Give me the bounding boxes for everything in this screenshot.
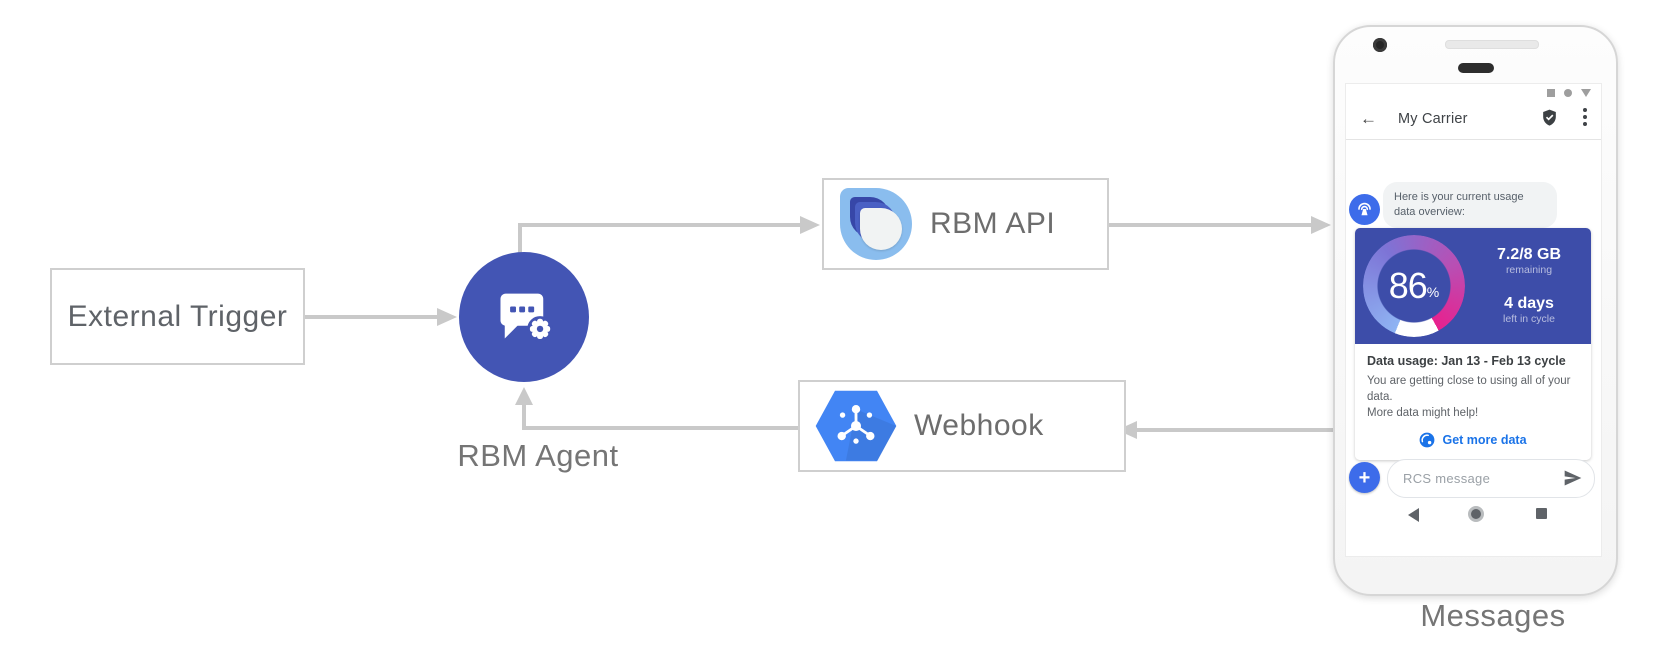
nav-back-icon[interactable] bbox=[1408, 508, 1419, 522]
rbm-agent-label: RBM Agent bbox=[457, 438, 619, 473]
send-icon[interactable] bbox=[1563, 468, 1583, 488]
data-remaining-label: remaining bbox=[1505, 264, 1553, 276]
usage-card-stats: 7.2/8 GB remaining 4 days left in cycle bbox=[1471, 228, 1587, 344]
arrow-trigger-to-agent-head bbox=[437, 308, 457, 326]
arrow-trigger-to-agent-line bbox=[305, 315, 439, 319]
rbm-api-node: RBM API bbox=[822, 178, 1109, 270]
add-attachment-button[interactable]: + bbox=[1349, 462, 1380, 493]
usage-card-details: Data usage: Jan 13 - Feb 13 cycle You ar… bbox=[1355, 344, 1591, 460]
message-compose-field[interactable] bbox=[1387, 459, 1595, 498]
arrow-agent-to-api-vline bbox=[518, 223, 522, 255]
conversation-title: My Carrier bbox=[1398, 111, 1468, 127]
messages-app-label: Messages bbox=[1420, 598, 1566, 633]
webhook-node: Webhook bbox=[798, 380, 1126, 472]
usage-card-gauge-panel: 86 % 7.2/8 GB remaining 4 days left in c… bbox=[1355, 228, 1591, 344]
arrow-api-to-phone-line bbox=[1089, 223, 1311, 227]
front-camera-icon bbox=[1373, 38, 1387, 52]
agent-message-line1: Here is your current usage bbox=[1394, 191, 1524, 203]
arrow-api-to-phone-head bbox=[1311, 216, 1331, 234]
arrow-agent-to-api-line bbox=[518, 223, 800, 227]
get-more-data-label: Get more data bbox=[1442, 433, 1527, 447]
back-arrow-icon[interactable]: ← bbox=[1360, 109, 1377, 128]
usage-card-body-line1: You are getting close to using all of yo… bbox=[1367, 375, 1571, 403]
earpiece bbox=[1457, 63, 1494, 73]
carrier-antenna-icon bbox=[1355, 200, 1374, 219]
arrow-phone-to-webhook-line bbox=[1137, 428, 1333, 432]
phone-screen: ← My Carrier bbox=[1345, 83, 1602, 557]
external-trigger-node: External Trigger bbox=[50, 268, 305, 365]
arrow-webhook-to-agent-line bbox=[522, 426, 798, 430]
globe-icon bbox=[1419, 432, 1435, 448]
conversation-header: ← My Carrier bbox=[1346, 104, 1601, 138]
arrow-webhook-to-agent-vline bbox=[522, 398, 526, 430]
usage-percent: 86 bbox=[1388, 265, 1428, 306]
usage-card-title: Data usage: Jan 13 - Feb 13 cycle bbox=[1367, 354, 1566, 368]
nav-recents-icon[interactable] bbox=[1536, 508, 1547, 519]
rcs-message-input[interactable] bbox=[1388, 471, 1553, 486]
agent-avatar bbox=[1349, 194, 1380, 225]
days-left-value: 4 days bbox=[1504, 295, 1554, 312]
usage-percent-sign: % bbox=[1426, 284, 1440, 300]
header-divider bbox=[1346, 139, 1601, 140]
external-trigger-label: External Trigger bbox=[67, 299, 288, 333]
android-nav-bar bbox=[1346, 504, 1601, 528]
status-square-icon bbox=[1547, 89, 1555, 97]
chat-bubble-gear-icon bbox=[493, 284, 555, 351]
phone-mockup: ← My Carrier bbox=[1333, 25, 1618, 596]
webhook-label: Webhook bbox=[914, 409, 1044, 442]
overflow-menu-icon[interactable] bbox=[1583, 108, 1587, 126]
usage-gauge-ring bbox=[1363, 235, 1465, 337]
nav-home-icon[interactable] bbox=[1468, 506, 1484, 522]
days-left-label: left in cycle bbox=[1503, 313, 1555, 325]
data-usage-card: 86 % 7.2/8 GB remaining 4 days left in c… bbox=[1355, 228, 1591, 460]
webhook-hexagon-icon bbox=[814, 389, 898, 463]
agent-message-line2: data overview: bbox=[1394, 206, 1465, 218]
speaker-slot bbox=[1445, 40, 1539, 49]
agent-message-bubble: Here is your current usage data overview… bbox=[1383, 182, 1557, 228]
usage-gauge: 86 % bbox=[1363, 235, 1465, 337]
rbm-api-label: RBM API bbox=[930, 207, 1056, 240]
usage-gauge-value: 86 % bbox=[1363, 235, 1465, 337]
arrow-webhook-to-agent-head bbox=[515, 387, 533, 405]
rbm-api-logo-icon bbox=[840, 188, 912, 260]
verified-shield-icon bbox=[1540, 108, 1559, 132]
status-circle-icon bbox=[1564, 89, 1572, 97]
rbm-agent-node bbox=[459, 252, 589, 382]
arrow-agent-to-api-head bbox=[800, 216, 820, 234]
usage-card-body-line2: More data might help! bbox=[1367, 407, 1479, 419]
data-remaining-value: 7.2/8 GB bbox=[1496, 246, 1562, 263]
status-triangle-icon bbox=[1581, 89, 1591, 97]
get-more-data-button[interactable]: Get more data bbox=[1367, 432, 1579, 448]
status-bar bbox=[1547, 87, 1591, 99]
